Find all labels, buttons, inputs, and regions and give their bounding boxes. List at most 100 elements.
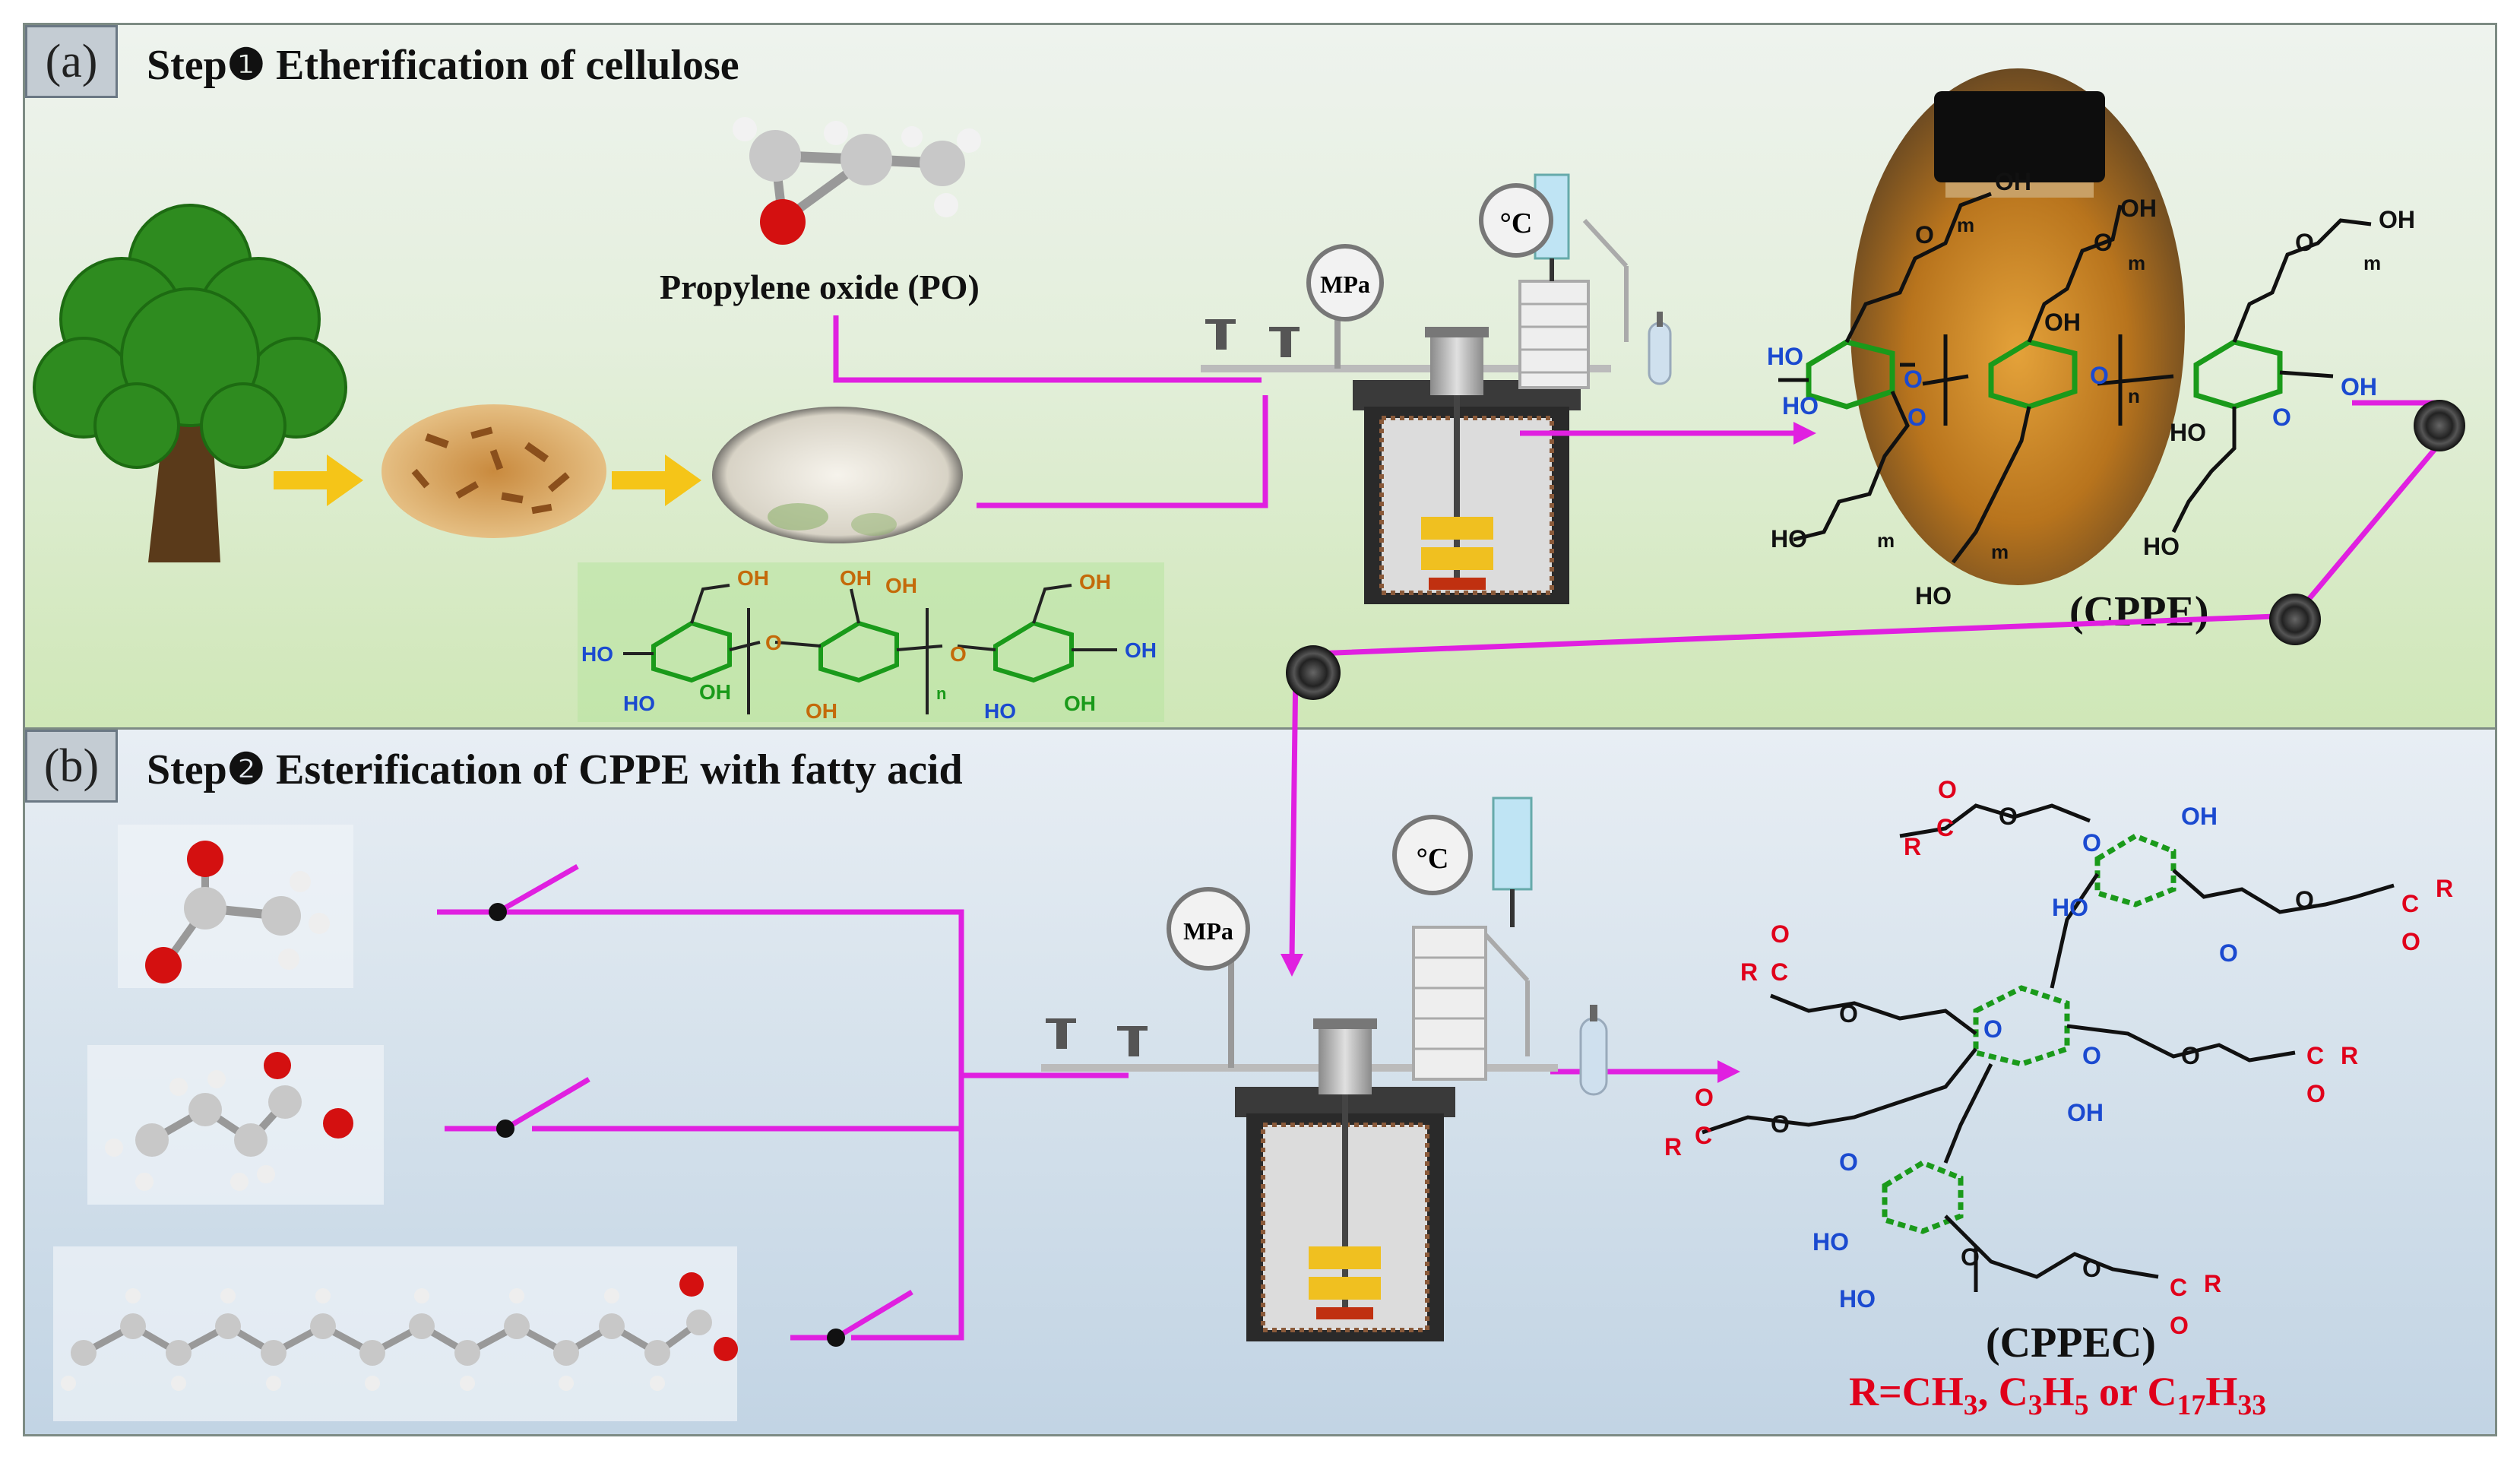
cppe-label: (CPPE) xyxy=(2069,588,2209,635)
pressure-gauge-icon: MPa xyxy=(1167,887,1250,971)
svg-text:O: O xyxy=(950,642,967,666)
svg-text:R: R xyxy=(2436,875,2453,902)
svg-text:C: C xyxy=(1936,814,1954,841)
thermometer-gauge-icon: °C xyxy=(1392,815,1473,895)
panel-b-step: Step xyxy=(147,746,227,793)
svg-text:HO: HO xyxy=(1782,392,1819,420)
panel-a-step-number: ❶ xyxy=(226,42,265,89)
svg-text:HO: HO xyxy=(1767,343,1803,370)
svg-text:O: O xyxy=(1904,366,1923,393)
cppec-label: (CPPEC) xyxy=(1986,1319,2156,1367)
svg-text:O: O xyxy=(1999,803,2018,830)
svg-text:m: m xyxy=(2128,252,2145,274)
svg-text:R: R xyxy=(2204,1270,2221,1297)
svg-text:C: C xyxy=(1771,958,1788,986)
panel-b-step-number: ❷ xyxy=(226,746,265,793)
svg-text:HO: HO xyxy=(1839,1285,1876,1313)
tree-icon xyxy=(33,204,347,562)
svg-text:R: R xyxy=(1904,833,1921,860)
svg-text:O: O xyxy=(1961,1243,1980,1271)
svg-text:O: O xyxy=(1915,221,1934,249)
switch-icon[interactable] xyxy=(445,1076,590,1138)
svg-text:OH: OH xyxy=(1064,692,1096,715)
svg-text:HO: HO xyxy=(2170,419,2206,446)
svg-text:m: m xyxy=(1877,529,1895,552)
svg-text:O: O xyxy=(2401,928,2420,955)
svg-text:OH: OH xyxy=(2067,1099,2104,1126)
svg-text:m: m xyxy=(2363,252,2381,274)
svg-text:HO: HO xyxy=(2143,533,2180,560)
svg-text:m: m xyxy=(1991,540,2009,563)
panel-b-title-text: Esterification of CPPE with fatty acid xyxy=(276,746,963,793)
svg-text:O: O xyxy=(2082,1042,2101,1069)
svg-text:OH: OH xyxy=(2341,373,2377,401)
thermometer-gauge-icon: °C xyxy=(1479,183,1553,258)
svg-text:O: O xyxy=(2181,1042,2200,1069)
svg-text:OH: OH xyxy=(699,680,731,704)
svg-text:OH: OH xyxy=(1995,168,2031,195)
arrowheads xyxy=(1281,422,1816,1083)
svg-text:O: O xyxy=(1907,404,1926,431)
oleic-acid-model xyxy=(53,1246,738,1421)
svg-text:HO: HO xyxy=(623,692,655,715)
thermometer-gauge-label-b: °C xyxy=(1417,843,1449,875)
svg-text:O: O xyxy=(1839,1148,1858,1176)
svg-text:OH: OH xyxy=(737,566,769,590)
svg-text:O: O xyxy=(2272,404,2291,431)
svg-text:C: C xyxy=(2401,890,2419,917)
r-group-definition: R=CH3, C3H5 or C17H33 xyxy=(1849,1369,2267,1421)
reactor-icon xyxy=(1041,797,1608,1341)
panel-a-title-text: Etherification of cellulose xyxy=(276,42,739,89)
svg-text:HO: HO xyxy=(1915,582,1952,610)
butyric-acid-model xyxy=(87,1045,384,1205)
po-label: Propylene oxide (PO) xyxy=(660,268,980,306)
cppec-structure: OH HO O O OH O O HO HO O O O O O O O O R… xyxy=(1664,776,2453,1339)
panel-a-step: Step xyxy=(147,42,227,89)
cellulose-structure: OH OH OH OH HO OH O O OH HO OH HO OH n xyxy=(578,562,1164,723)
switch-icon[interactable] xyxy=(790,1289,913,1347)
svg-text:O: O xyxy=(2170,1312,2189,1339)
svg-text:R: R xyxy=(1740,958,1758,986)
svg-text:HO: HO xyxy=(1771,525,1807,553)
svg-text:OH: OH xyxy=(1079,570,1111,594)
wood-chips-image xyxy=(381,404,606,538)
svg-text:O: O xyxy=(2082,1255,2101,1282)
pressure-gauge-label-b: MPa xyxy=(1183,917,1233,945)
svg-text:OH: OH xyxy=(2379,206,2415,233)
svg-text:O: O xyxy=(2295,229,2314,256)
svg-text:O: O xyxy=(2094,229,2113,256)
svg-text:OH: OH xyxy=(806,699,837,723)
svg-text:C: C xyxy=(2306,1042,2324,1069)
svg-text:C: C xyxy=(1695,1122,1712,1149)
svg-text:R: R xyxy=(1664,1133,1682,1161)
svg-text:HO: HO xyxy=(984,699,1016,723)
po-molecule-model xyxy=(733,117,981,245)
arrow-icon xyxy=(274,454,701,506)
pulley-icon xyxy=(1286,400,2465,700)
svg-text:O: O xyxy=(1839,1000,1858,1028)
svg-text:O: O xyxy=(2219,939,2238,967)
svg-text:OH: OH xyxy=(2044,309,2081,336)
svg-text:C: C xyxy=(2170,1274,2187,1301)
svg-text:O: O xyxy=(1938,776,1957,803)
svg-text:HO: HO xyxy=(2052,894,2088,921)
svg-text:O: O xyxy=(1771,1110,1790,1138)
svg-text:O: O xyxy=(2090,362,2109,389)
svg-text:HO: HO xyxy=(581,642,613,666)
svg-text:O: O xyxy=(1983,1015,2002,1043)
vial-photo xyxy=(1850,68,2185,585)
svg-text:m: m xyxy=(1957,214,1974,236)
panel-a-title: Step❶ Etherification of cellulose xyxy=(147,40,739,90)
switch-icon[interactable] xyxy=(437,863,579,921)
panel-a-tag: (a) xyxy=(25,25,118,98)
pressure-gauge-icon: MPa xyxy=(1306,244,1384,321)
svg-text:OH: OH xyxy=(1125,638,1157,662)
cppe-structure: OH OH OH OH HO HO OH HO HO HO HO O O O O… xyxy=(1767,168,2415,610)
svg-text:O: O xyxy=(765,631,782,654)
svg-text:OH: OH xyxy=(2120,195,2157,222)
svg-text:OH: OH xyxy=(885,574,917,597)
acetic-acid-model xyxy=(118,825,353,988)
svg-text:HO: HO xyxy=(1812,1228,1849,1256)
cellulose-powder-image xyxy=(712,407,963,543)
